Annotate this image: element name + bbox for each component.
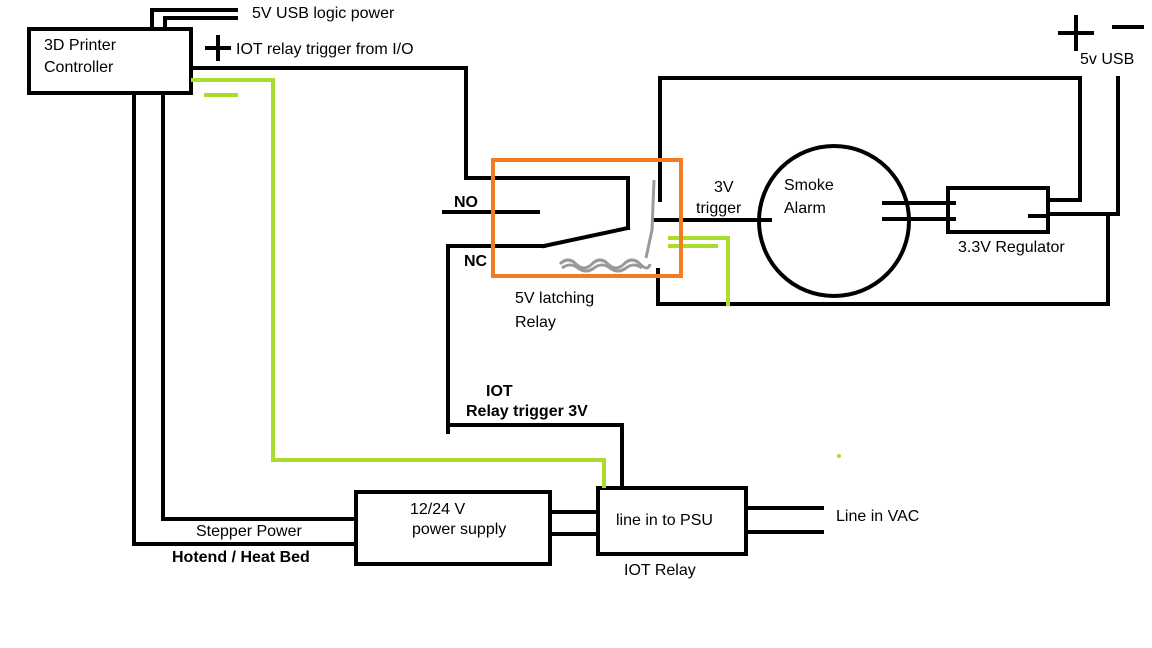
usb-logic-wire-2 [163, 16, 238, 31]
regulator-label: 3.3V Regulator [958, 239, 1065, 256]
line-in-vac-label: Line in VAC [836, 508, 920, 525]
relay-coil [558, 179, 656, 273]
hotend-label: Hotend / Heat Bed [172, 549, 310, 566]
ground-wire-main [191, 78, 606, 488]
latching-relay-label-2: Relay [515, 314, 556, 331]
psu-label-2: power supply [412, 521, 507, 538]
stepper-power-label: Stepper Power [196, 523, 302, 540]
switch-arm [541, 225, 631, 249]
bottom-return-wire [656, 212, 1110, 306]
usb-5v-label: 5v USB [1080, 51, 1135, 68]
controller-label-2: Controller [44, 59, 114, 76]
coil-lead [644, 179, 656, 259]
iot-trigger-label-1: IOT [486, 383, 513, 400]
iot-relay-box [596, 486, 748, 556]
iot-relay-trigger-wire [446, 423, 624, 490]
smoke-label-2: Alarm [784, 200, 826, 217]
trigger-3v-label-1: 3V [714, 179, 734, 196]
psu-line-in-label: line in to PSU [616, 512, 713, 529]
usb-negative-wire [1046, 76, 1120, 216]
iot-trigger-io-label: IOT relay trigger from I/O [236, 41, 414, 58]
psu-label-1: 12/24 V [410, 501, 466, 518]
latching-relay-label-1: 5V latching [515, 290, 595, 307]
usb-logic-power-label: 5V USB logic power [252, 5, 395, 22]
smoke-label-1: Smoke [784, 177, 834, 194]
regulator-box [946, 186, 1050, 234]
io-trigger-wire [189, 66, 630, 230]
iot-trigger-label-2: Relay trigger 3V [466, 403, 588, 420]
stepper-wire [161, 91, 358, 521]
ground-wires [191, 78, 730, 488]
coil-scribble [558, 258, 652, 270]
hotend-wire [132, 91, 358, 546]
nc-wire [446, 244, 546, 434]
coil-scribble-2 [561, 263, 643, 273]
relay-top-loop [658, 76, 1082, 202]
trigger-3v-label-2: trigger [696, 200, 742, 217]
ground-wire-trigger [668, 236, 730, 306]
ground-dot [837, 454, 841, 458]
power-supply-box [354, 490, 552, 566]
controller-label-1: 3D Printer [44, 37, 117, 54]
iot-relay-label: IOT Relay [624, 562, 696, 579]
no-label: NO [454, 194, 478, 211]
nc-label: NC [464, 253, 488, 270]
latching-relay-box [491, 158, 683, 278]
controller-box [27, 27, 193, 95]
black-wires [27, 8, 1144, 566]
usb-logic-wire-1 [150, 8, 238, 31]
